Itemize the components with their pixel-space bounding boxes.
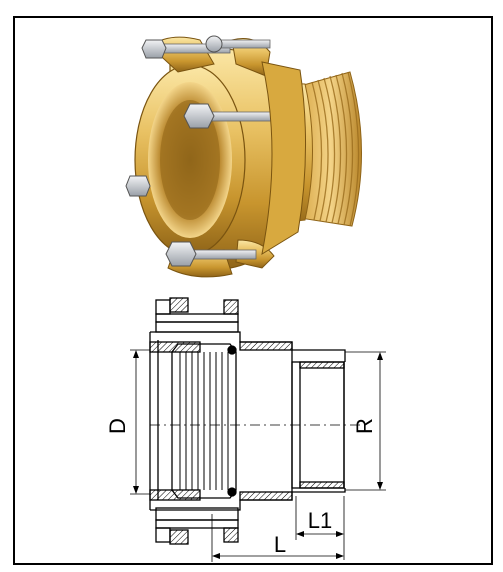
dimension-label-R: R — [352, 418, 377, 434]
bolt-left-side — [125, 175, 151, 197]
technical-drawing — [130, 297, 386, 562]
bolt-middle — [183, 103, 277, 129]
dimension-label-D: D — [105, 418, 130, 434]
dimension-label-L1: L1 — [308, 508, 332, 533]
male-thread-end — [299, 71, 363, 227]
bolt-top-left — [141, 39, 231, 59]
bolt-top-right — [205, 35, 271, 53]
dimension-label-L: L — [274, 532, 286, 557]
fitting-photo — [125, 35, 363, 278]
bolt-bottom — [165, 241, 257, 267]
